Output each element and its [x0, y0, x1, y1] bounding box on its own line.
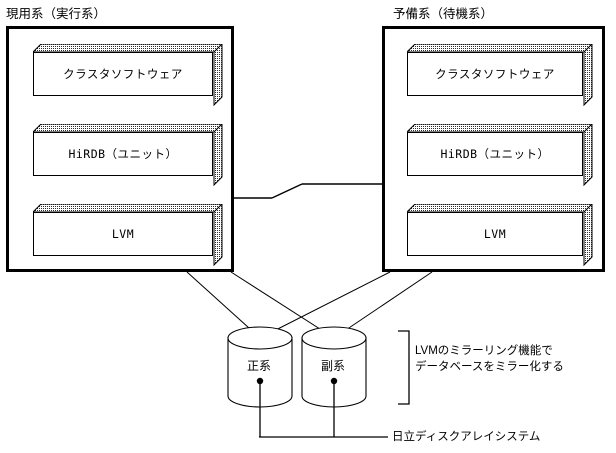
system-frame-standby: クラスタソフトウェア HiRDB（ユニット） LVM [382, 26, 605, 272]
component-lvm-standby: LVM [407, 204, 593, 266]
component-hirdb-unit-standby: HiRDB（ユニット） [407, 124, 593, 186]
component-label: クラスタソフトウェア [435, 67, 555, 81]
component-face: LVM [33, 212, 213, 256]
system-title-active: 現用系（実行系） [6, 7, 107, 21]
component-label: クラスタソフトウェア [63, 67, 183, 81]
component-cluster-software-active: クラスタソフトウェア [33, 44, 223, 106]
box-3d-shading [407, 204, 593, 266]
mirror-bracket [398, 330, 410, 405]
disk-label-secondary: 副系 [321, 359, 346, 373]
component-face: LVM [407, 212, 583, 256]
component-face: HiRDB（ユニット） [407, 132, 583, 176]
disk-secondary [301, 326, 367, 437]
annotation-disk-array-label: 日立ディスクアレイシステム [392, 431, 541, 443]
storage-links [186, 271, 433, 339]
annotation-mirror-note-line2: データベースをミラー化する [415, 361, 564, 373]
component-label: HiRDB（ユニット） [68, 147, 178, 161]
component-face: クラスタソフトウェア [407, 52, 583, 96]
annotation-mirror-note: LVMのミラーリング機能で データベースをミラー化する [415, 343, 564, 375]
component-lvm-active: LVM [33, 204, 223, 266]
system-title-standby: 予備系（待機系） [393, 7, 494, 21]
annotation-mirror-note-line1: LVMのミラーリング機能で [415, 345, 553, 357]
component-face: HiRDB（ユニット） [33, 132, 213, 176]
disk-primary [227, 326, 293, 437]
box-3d-shading [33, 44, 223, 106]
component-label: HiRDB（ユニット） [440, 147, 550, 161]
component-label: LVM [111, 227, 135, 241]
component-label: LVM [483, 227, 507, 241]
cluster-interconnect [234, 183, 382, 199]
disk-label-primary: 正系 [247, 359, 272, 373]
system-frame-active: クラスタソフトウェア HiRDB（ユニット） LVM [6, 26, 234, 272]
component-hirdb-unit-active: HiRDB（ユニット） [33, 124, 223, 186]
component-face: クラスタソフトウェア [33, 52, 213, 96]
component-cluster-software-standby: クラスタソフトウェア [407, 44, 593, 106]
